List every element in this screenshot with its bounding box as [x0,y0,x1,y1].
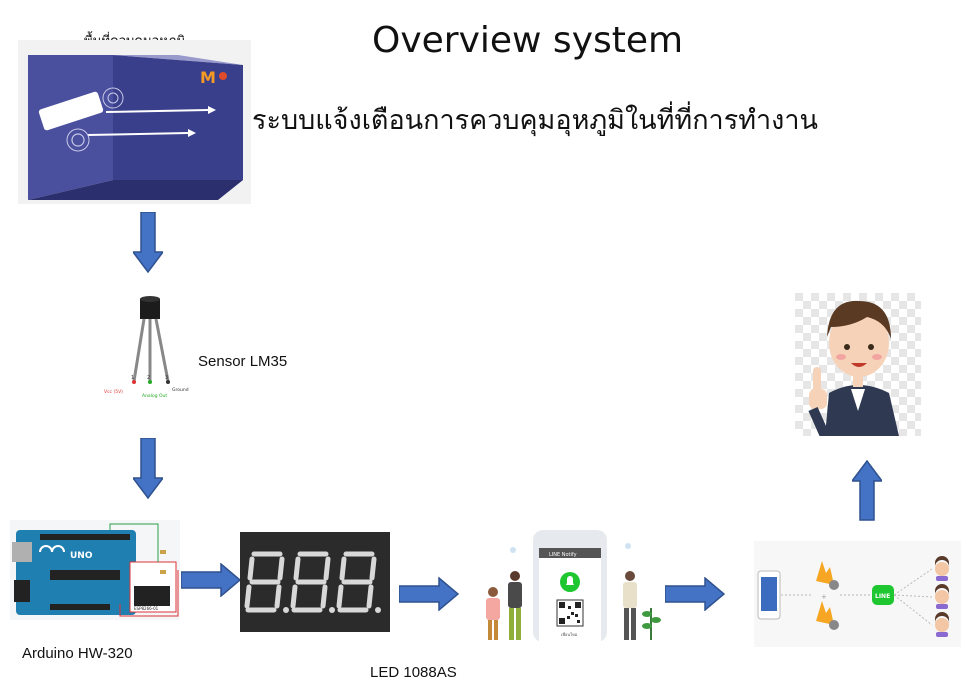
firebase-icon [816,561,839,590]
arduino-label: Arduino HW-320 [22,645,133,662]
right-arrow-icon [665,577,725,611]
page-subtitle: ระบบแจ้งเตือนการควบคุมอุหภูมิในที่ที่การ… [252,105,818,136]
sensor-image: 1 2 3 Vcc (5V) Analog Out Ground [98,293,194,399]
sensor-pin-vcc: Vcc (5V) [104,389,123,395]
line-notify-image: LINE Notify เพื่อนใหม่ [473,528,666,644]
sensor-pin-3: 3 [165,375,168,381]
sensor-label: Sensor LM35 [198,353,288,370]
arduino-board-text: UNO [70,551,93,561]
line-notify-header: LINE Notify [549,552,577,558]
cloud-flow-image: + LINE [754,541,961,647]
up-arrow-icon [852,460,882,522]
line-notify-footer: เพื่อนใหม่ [561,632,578,637]
line-icon [872,585,894,605]
sensor-pin-2: 2 [147,375,150,381]
sensor-pin-out: Analog Out [142,393,167,399]
room-logo: M [200,68,216,87]
page-title: Overview system [372,20,684,61]
right-arrow-icon [399,577,459,611]
user-icon [935,612,949,637]
arduino-module-text: ESP8266-01 [134,606,159,611]
cloud-line-text: LINE [875,593,890,600]
arduino-image: UNO ESP8266-01 [10,520,180,620]
firebase-icon [816,601,839,630]
room-image: M [18,40,251,204]
down-arrow-icon [133,438,163,500]
svg-text:+: + [821,593,827,601]
right-arrow-icon [181,563,241,597]
user-icon [935,584,949,609]
sensor-pin-gnd: Ground [172,387,189,393]
led-display-image [240,532,390,632]
person-image [795,293,921,436]
down-arrow-icon [133,212,163,274]
user-icon [935,556,949,581]
led-label: LED 1088AS [370,664,457,681]
sensor-pin-1: 1 [131,375,134,381]
